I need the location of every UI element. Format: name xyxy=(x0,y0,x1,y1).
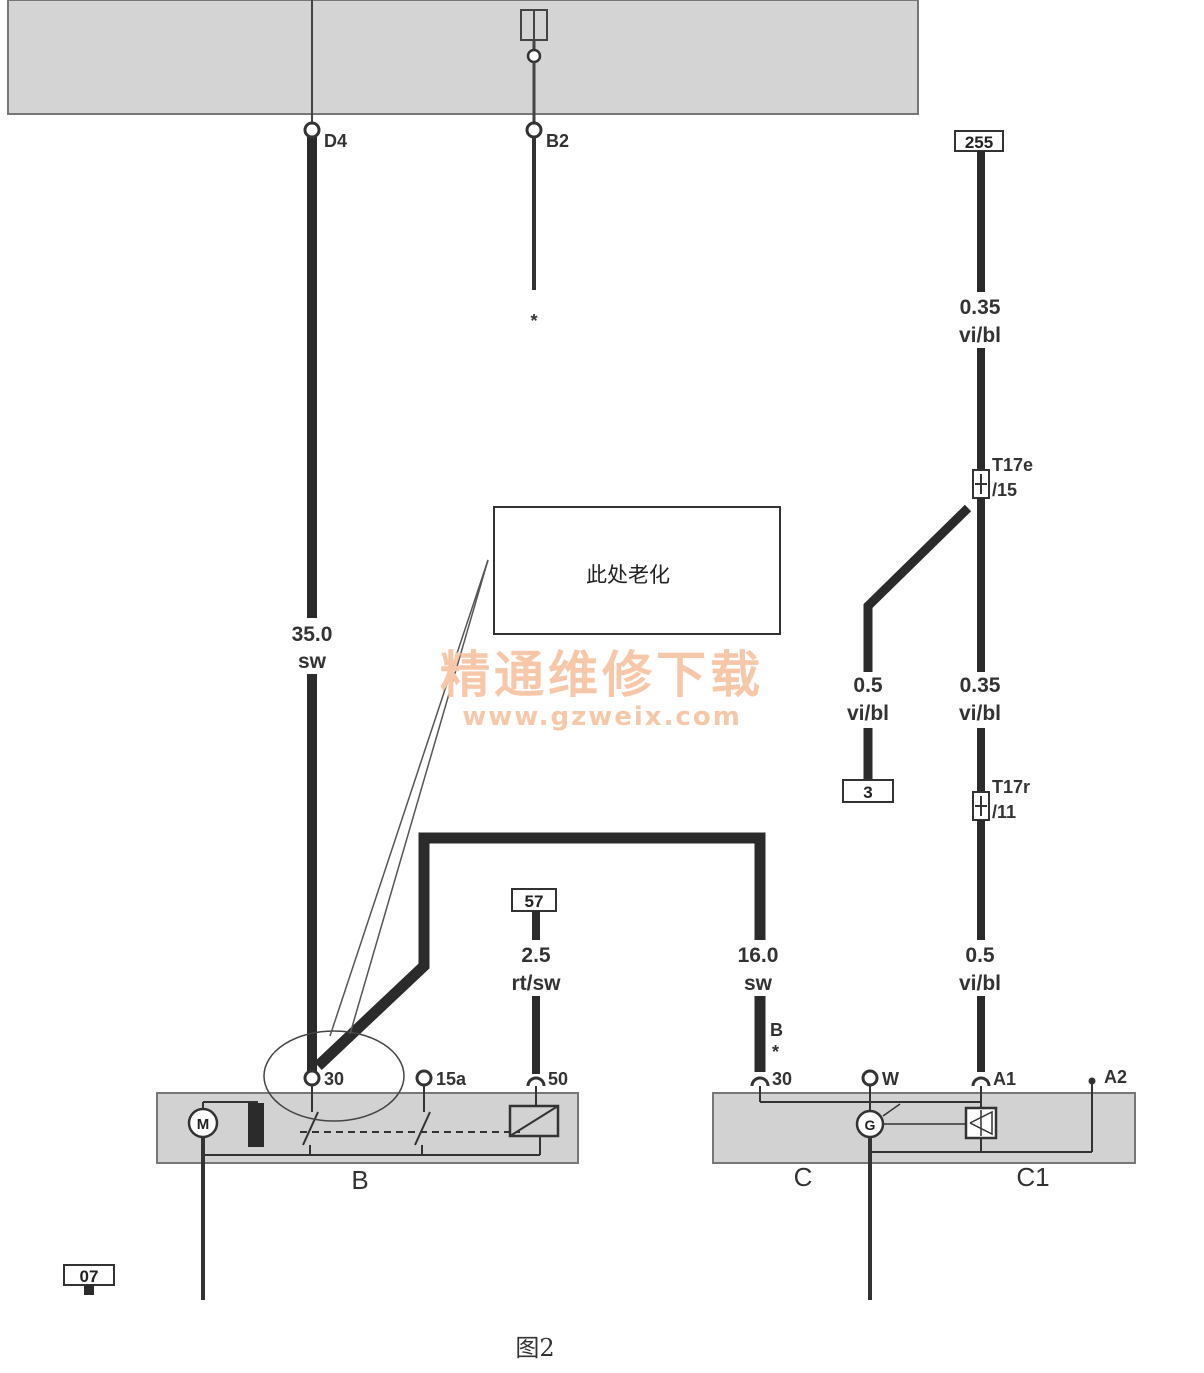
ref-3: 3 xyxy=(863,783,872,802)
regulator-mark-2 xyxy=(969,1110,993,1136)
wire-05-bottom-size: 0.5 xyxy=(965,944,995,967)
solenoid-coil xyxy=(508,1104,560,1138)
starter-pin-15a: 15a xyxy=(436,1069,467,1089)
switch-30-contact xyxy=(302,1111,319,1146)
starter-terminal-30 xyxy=(303,1069,321,1087)
note-box xyxy=(493,506,781,635)
wire-05-left-size: 0.5 xyxy=(853,674,883,697)
figure-caption: 图2 xyxy=(515,1334,554,1362)
b-star-label: B xyxy=(770,1020,783,1040)
d4-terminal xyxy=(303,121,321,139)
alt-pin-w: W xyxy=(882,1069,899,1089)
starter-pin-50: 50 xyxy=(548,1069,568,1089)
wire-035-mid-label-bg xyxy=(950,672,1012,728)
switch-15a-contact xyxy=(414,1111,431,1146)
alt-terminal-30 xyxy=(750,1076,770,1087)
wire-35-label-bg xyxy=(284,618,340,674)
wire-035-top-color: vi/bl xyxy=(959,324,1001,347)
starter-pin-30: 30 xyxy=(324,1069,344,1089)
alt-pin-30: 30 xyxy=(772,1069,792,1089)
generator-label: G xyxy=(865,1117,876,1133)
alternator-label: C xyxy=(794,1162,813,1192)
starter-label: B xyxy=(351,1165,368,1195)
field-winding xyxy=(248,1103,264,1147)
motor-label: M xyxy=(197,1116,210,1133)
alt-pin-a1: A1 xyxy=(993,1069,1016,1089)
wire-05-bottom-label-bg xyxy=(952,940,1010,996)
wire-35-color: sw xyxy=(298,650,327,673)
b2-terminal xyxy=(525,121,543,139)
ref-3-box xyxy=(842,779,894,803)
wire-05-left-color: vi/bl xyxy=(847,702,889,725)
control-unit-block xyxy=(7,0,919,115)
b2-star: * xyxy=(530,311,537,331)
ref-57: 57 xyxy=(525,892,544,911)
starter-terminal-15a xyxy=(415,1069,433,1087)
alt-terminal-a2 xyxy=(1088,1077,1096,1085)
d4-label: D4 xyxy=(324,131,347,151)
wire-05-branch xyxy=(863,504,972,780)
t17e-pin: /15 xyxy=(992,480,1017,500)
b-star-mark: * xyxy=(772,1042,779,1062)
ref-255: 255 xyxy=(965,133,993,152)
starter-terminal-50 xyxy=(526,1076,546,1087)
t17r-pin: /11 xyxy=(992,802,1016,822)
wire-16-size: 16.0 xyxy=(738,944,779,967)
wire-16-color: sw xyxy=(744,972,773,995)
wire-35-size: 35.0 xyxy=(292,623,333,646)
alt-pin-a2: A2 xyxy=(1104,1067,1127,1087)
gen-lead xyxy=(882,1103,901,1117)
starter-module xyxy=(156,1092,579,1164)
b2-upper-node xyxy=(526,48,542,64)
watermark-url: www.gzweix.com xyxy=(462,702,742,732)
ref-07-stub xyxy=(84,1285,94,1295)
note-text: 此处老化 xyxy=(586,563,670,587)
wire-16-label-bg xyxy=(726,940,790,996)
ref-07: 07 xyxy=(80,1267,99,1286)
wire-05-bottom-color: vi/bl xyxy=(959,972,1001,995)
wire-25-label-bg xyxy=(504,940,568,996)
alt-terminal-w xyxy=(861,1069,879,1087)
wire-035-top-label-bg xyxy=(950,292,1012,348)
wire-05-left-label-bg xyxy=(840,672,898,728)
callout-line-2 xyxy=(329,559,489,1037)
t17r-label: T17r xyxy=(992,777,1030,797)
wire-16-sw xyxy=(314,832,766,1072)
highlight-ellipse xyxy=(263,1030,405,1122)
alt-terminal-a1 xyxy=(971,1076,991,1087)
callout-line-1 xyxy=(349,559,489,1035)
wire-035-mid-size: 0.35 xyxy=(960,674,1001,697)
wire-25-size: 2.5 xyxy=(521,944,551,967)
t17e-label: T17e xyxy=(992,455,1033,475)
wire-25-color: rt/sw xyxy=(511,972,561,995)
b2-label: B2 xyxy=(546,131,569,151)
watermark-title: 精通维修下载 xyxy=(440,646,764,704)
regulator-label: C1 xyxy=(1016,1162,1049,1192)
wire-035-top-size: 0.35 xyxy=(960,296,1001,319)
wire-035-mid-color: vi/bl xyxy=(959,702,1001,725)
solenoid-diagonal xyxy=(509,1105,559,1137)
